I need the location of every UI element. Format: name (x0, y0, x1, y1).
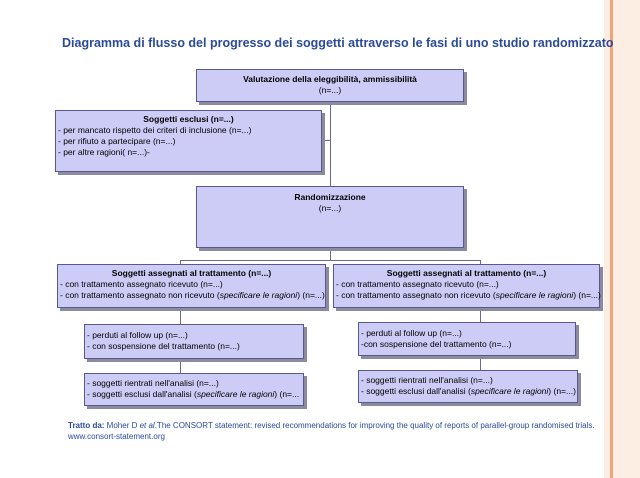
eligibility-count: (n=...) (318, 85, 342, 95)
connector-line (180, 308, 181, 324)
connector-line (180, 359, 181, 373)
connector-line (480, 260, 481, 264)
citation-authors: Moher D (104, 421, 140, 430)
connector-line (480, 308, 481, 322)
allocation-not-received: - con trattamento assegnato non ricevuto… (58, 290, 325, 301)
eligibility-box: Valutazione della eleggibilità, ammissib… (196, 69, 464, 102)
connector-line (322, 140, 330, 141)
citation: Tratto da: Moher D et al.The CONSORT sta… (68, 420, 598, 442)
analysis-excluded: - soggetti esclusi dall'analisi (specifi… (359, 386, 577, 397)
text-emphasis: specificare le ragioni (219, 290, 298, 300)
diagram-title: Diagramma di flusso del progresso dei so… (62, 36, 614, 50)
randomization-box: Randomizzazione (n=...) (196, 186, 464, 248)
citation-et-al: et al (139, 421, 155, 430)
connector-line (330, 102, 331, 186)
text-emphasis: specificare le ragioni (470, 386, 549, 396)
text-part: - con trattamento assegnato non ricevuto… (60, 290, 220, 300)
excluded-box: Soggetti esclusi (n=...) - per mancato r… (55, 110, 322, 172)
text-part: - soggetti esclusi dall'analisi ( (87, 389, 197, 399)
text-part: ) (n=...) (573, 290, 601, 300)
right-analysis-box: - soggetti rientrati nell'analisi (n=...… (358, 370, 578, 403)
left-allocation-box: Soggetti assegnati al trattamento (n=...… (57, 264, 326, 308)
allocation-heading: Soggetti assegnati al trattamento (n=...… (386, 268, 547, 278)
citation-label: Tratto da: (68, 421, 105, 430)
text-part: ) (n=... (274, 389, 300, 399)
text-part: - soggetti esclusi dall'analisi ( (361, 386, 471, 396)
followup-suspended: -con sospensione del trattamento (n=...) (361, 339, 512, 349)
excluded-item: - per altre ragioni( n=...)- (58, 147, 150, 157)
right-followup-box: - perduti al follow up (n=...) -con sosp… (358, 322, 576, 356)
randomization-count: (n=...) (318, 203, 342, 213)
allocation-heading: Soggetti assegnati al trattamento (n=...… (111, 268, 272, 278)
text-emphasis: specificare le ragioni (495, 290, 574, 300)
text-part: ) (n=...) (297, 290, 325, 300)
eligibility-heading: Valutazione della eleggibilità, ammissib… (243, 74, 417, 84)
randomization-heading: Randomizzazione (294, 192, 366, 202)
analysis-included: - soggetti rientrati nell'analisi (n=...… (87, 378, 219, 388)
connector-line (180, 260, 480, 261)
connector-line (180, 260, 181, 264)
excluded-item: - per mancato rispetto dei criteri di in… (58, 125, 252, 135)
connector-line (480, 356, 481, 370)
followup-lost: - perduti al follow up (n=...) (87, 330, 188, 340)
left-analysis-box: - soggetti rientrati nell'analisi (n=...… (84, 373, 304, 406)
text-part: ) (n=...) (548, 386, 576, 396)
excluded-heading: Soggetti esclusi (n=...) (143, 114, 234, 124)
allocation-received: - con trattamento assegnato ricevuto (n=… (60, 279, 223, 289)
allocation-received: - con trattamento assegnato ricevuto (n=… (336, 279, 499, 289)
followup-lost: - perduti al follow up (n=...) (361, 328, 462, 338)
right-accent-stripe (610, 0, 613, 478)
citation-text: .The CONSORT statement: revised recommen… (68, 421, 595, 441)
analysis-included: - soggetti rientrati nell'analisi (n=...… (361, 375, 493, 385)
connector-line (330, 248, 331, 260)
left-followup-box: - perduti al follow up (n=...) - con sos… (84, 324, 304, 359)
followup-suspended: - con sospensione del trattamento (n=...… (87, 341, 240, 351)
analysis-excluded: - soggetti esclusi dall'analisi (specifi… (85, 389, 303, 400)
allocation-not-received: - con trattamento assegnato non ricevuto… (334, 290, 601, 301)
right-allocation-box: Soggetti assegnati al trattamento (n=...… (333, 264, 601, 308)
text-part: - con trattamento assegnato non ricevuto… (336, 290, 496, 300)
text-emphasis: specificare le ragioni (196, 389, 275, 399)
excluded-item: - per rifiuto a partecipare (n=...) (58, 136, 176, 146)
